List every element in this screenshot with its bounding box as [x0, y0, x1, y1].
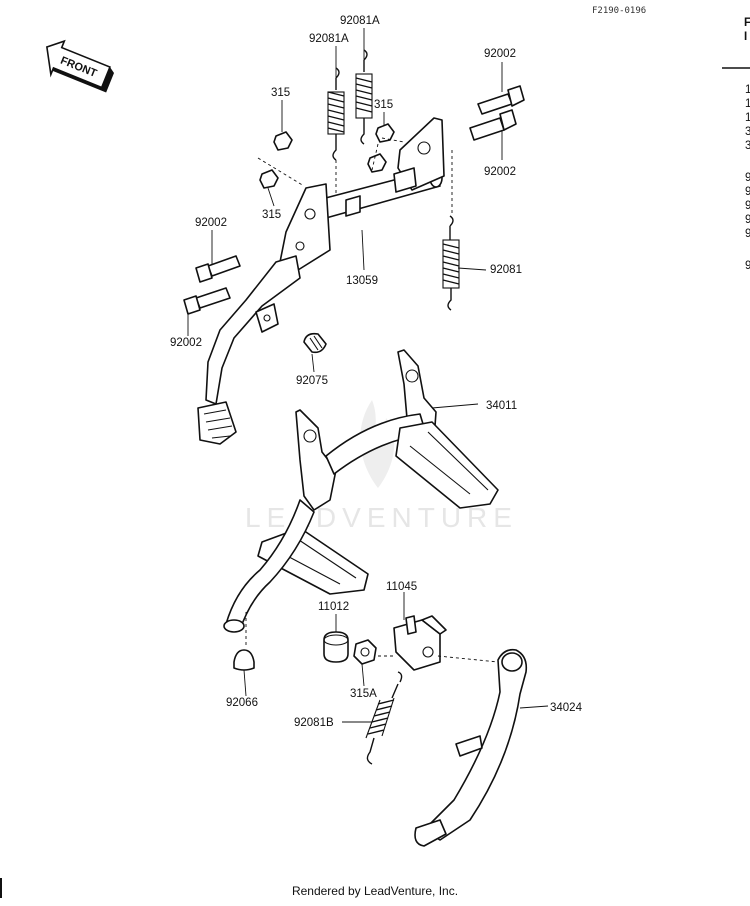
svg-text:1: 1 — [745, 98, 750, 110]
watermark-text: LEADVENTURE — [245, 502, 518, 533]
main-stand-bracket-13059 — [197, 117, 445, 445]
label-92081b: 92081B — [294, 717, 334, 729]
svg-text:1: 1 — [745, 84, 750, 96]
front-arrow-icon: FRONT — [45, 39, 115, 93]
label-92081a: 92081A — [309, 33, 349, 45]
side-stand-34024 — [414, 648, 528, 847]
collar-11012 — [323, 631, 349, 663]
label-92002-left: 92002 — [195, 217, 227, 229]
right-edge-fragment: F I 1 1 1 3 3 9 9 9 9 9 9 — [722, 17, 750, 272]
label-92066: 92066 — [226, 697, 258, 709]
svg-text:9: 9 — [745, 228, 750, 240]
page-edge-mark — [0, 878, 2, 898]
svg-text:3: 3 — [745, 140, 750, 152]
spring-92081a-left — [327, 67, 345, 161]
label-34011: 34011 — [486, 400, 517, 412]
label-11045: 11045 — [386, 581, 417, 593]
nut-315-left-lower — [259, 169, 279, 189]
spring-92081a-right — [355, 49, 373, 145]
bolt-92002-lower — [469, 109, 517, 141]
cap-92075 — [303, 332, 327, 354]
svg-text:1: 1 — [745, 112, 750, 124]
bolt-92002-left-lower — [183, 287, 231, 315]
label-34024: 34024 — [550, 702, 583, 714]
svg-text:9: 9 — [745, 186, 750, 198]
label-92002-top: 92002 — [484, 48, 516, 60]
label-13059: 13059 — [346, 275, 378, 287]
label-92075: 92075 — [296, 375, 328, 387]
label-92002-right: 92002 — [484, 166, 516, 178]
spring-92081 — [442, 215, 460, 311]
diagram-code: F2190-0196 — [592, 6, 646, 16]
svg-text:9: 9 — [745, 172, 750, 184]
main-stand-34011 — [223, 349, 499, 633]
spring-92081b — [365, 671, 403, 765]
nut-315-mid — [367, 153, 387, 173]
svg-text:F: F — [744, 17, 750, 29]
nut-315-right — [375, 123, 395, 143]
svg-text:9: 9 — [745, 200, 750, 212]
label-315a: 315A — [350, 688, 377, 700]
assembly-lines — [245, 137, 499, 663]
footer-credit: Rendered by LeadVenture, Inc. — [291, 884, 459, 898]
bracket-11045 — [393, 615, 447, 671]
bolt-92002-upper — [477, 85, 525, 115]
label-11012: 11012 — [318, 601, 349, 613]
svg-text:I: I — [744, 31, 747, 43]
label-315-lower: 315 — [262, 209, 281, 221]
label-92002-left-lower: 92002 — [170, 337, 202, 349]
cap-92066 — [233, 649, 255, 671]
svg-text:9: 9 — [745, 214, 750, 226]
svg-text:9: 9 — [745, 260, 750, 272]
label-315-right: 315 — [374, 99, 393, 111]
label-92081a-top: 92081A — [340, 15, 380, 27]
label-92081: 92081 — [490, 264, 522, 276]
leader-lines — [187, 28, 549, 723]
label-315-left: 315 — [271, 87, 290, 99]
part-labels: 92081A 92081A 92002 92002 315 315 315 92… — [170, 15, 583, 729]
bolt-92002-left-upper — [195, 255, 241, 283]
watermark: LEADVENTURE — [245, 400, 518, 533]
svg-text:3: 3 — [745, 126, 750, 138]
nut-315a — [353, 639, 377, 665]
nut-315-left — [273, 131, 293, 151]
